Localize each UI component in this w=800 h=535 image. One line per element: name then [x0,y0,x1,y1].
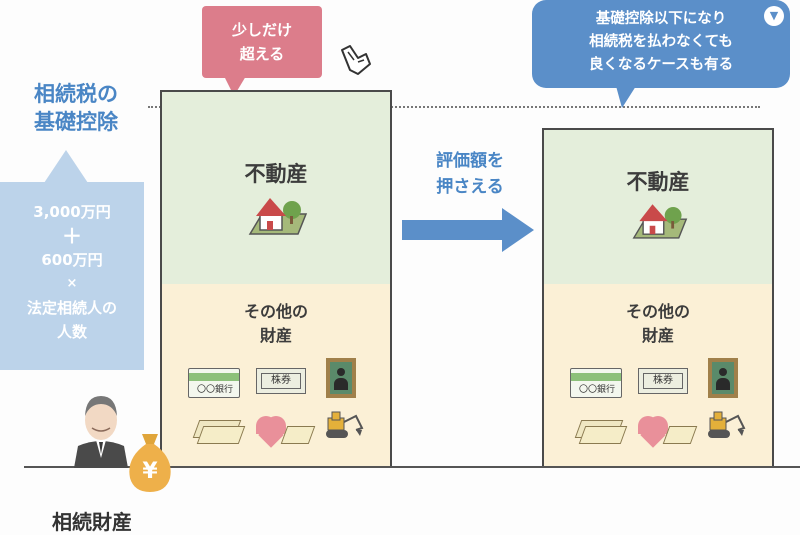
other-assets-section-before: その他の 財産 〇〇銀行 株券 [162,284,390,466]
basis-label: 相続税の 基礎控除 [12,80,140,136]
formula-line3: 600万円 [41,251,103,269]
formula-box [0,182,144,370]
real-estate-label-before: 不動産 [244,162,308,186]
formula-line1: 3,000万円 [33,203,111,221]
estate-box-before: 不動産 その他の 財産 〇〇銀行 株券 [160,90,392,468]
other-assets-label-after: その他の 財産 [544,300,772,348]
formula-line2: ＋ [62,224,82,248]
portrait-icon [708,358,738,398]
elderly-man-icon [74,396,128,468]
other-assets-line2-after: 財産 [641,326,674,345]
other-assets-line2-before: 財産 [259,326,292,345]
callout-left-line1: 少しだけ [231,21,292,39]
formula-pointer [44,150,88,183]
callout-slightly-exceed: 少しだけ 超える [202,6,322,78]
bankbook-icon: 〇〇銀行 [188,368,240,398]
other-assets-section-after: その他の 財産 〇〇銀行 株券 [544,284,772,466]
formula-line5: 法定相続人の [26,299,117,317]
callout-right-pointer [616,86,636,108]
real-estate-section-before: 不動産 [162,92,390,284]
callout-left-line2: 超える [239,45,285,63]
callout-may-not-owe-tax: 基礎控除以下になり 相続税を払わなくても 良くなるケースも有る [532,0,790,88]
bankbook-text: 〇〇銀行 [197,385,234,395]
formula-line4: × [66,276,78,291]
stock-certificate-text: 株券 [643,373,683,389]
stock-certificate-icon: 株券 [638,368,688,394]
hand-cursor-icon [341,45,371,75]
right-arrow-icon [402,208,534,252]
other-assets-line1-before: その他の [243,302,308,321]
basis-threshold-line [148,106,760,108]
real-estate-section-after: 不動産 [544,130,772,284]
basis-label-line2: 基礎控除 [34,110,118,134]
formula-text: 3,000万円 ＋ 600万円 × 法定相続人の 人数 [0,200,144,344]
real-estate-label-after: 不動産 [626,170,690,194]
yen-symbol: ¥ [142,459,158,484]
arrow-label-line2: 押さえる [436,177,504,197]
formula-line6: 人数 [56,323,87,341]
cash-stack-icon [574,412,628,444]
basis-label-line1: 相続税の [34,82,118,106]
bulldozer-icon [708,411,746,438]
callout-right-line1: 基礎控除以下になり [595,11,727,27]
arrow-label: 評価額を 押さえる [400,148,540,200]
bankbook-text: 〇〇銀行 [579,385,616,395]
inherited-assets-title: 相続財産 [52,510,132,534]
menu-toggle-icon[interactable]: ▼ [764,6,784,26]
cash-stack-icon [192,412,246,444]
stock-certificate-text: 株券 [261,373,301,389]
portrait-icon [326,358,356,398]
house-icon [248,198,308,235]
stock-certificate-icon: 株券 [256,368,306,394]
bulldozer-icon [326,411,364,438]
callout-right-line2: 相続税を払わなくても [589,34,733,50]
ground-line [24,466,800,468]
other-assets-line1-after: その他の [625,302,690,321]
house-icon [632,204,688,239]
heart-cash-icon [254,412,316,448]
heart-cash-icon [636,412,698,448]
money-bag-icon: ¥ [129,434,171,492]
bankbook-icon: 〇〇銀行 [570,368,622,398]
callout-right-line3: 良くなるケースも有る [588,57,734,73]
estate-box-after: 不動産 その他の 財産 〇〇銀行 株券 [542,128,774,468]
other-assets-label-before: その他の 財産 [162,300,390,348]
arrow-label-line1: 評価額を [436,151,504,171]
